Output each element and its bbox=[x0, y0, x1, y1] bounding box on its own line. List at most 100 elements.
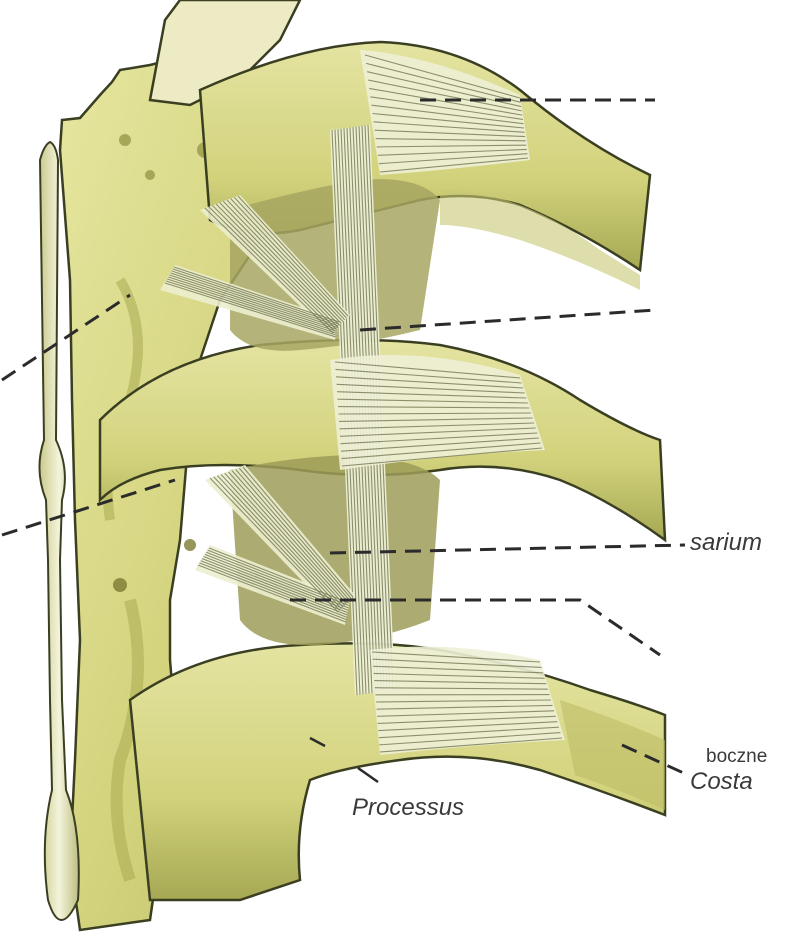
ligament-fiber bbox=[377, 710, 555, 717]
leader-line-costa bbox=[621, 743, 689, 777]
label-costa: Costa bbox=[690, 768, 753, 795]
ligament-fiber bbox=[374, 129, 526, 138]
ligament-fiber bbox=[242, 466, 354, 598]
ligament-lower-band bbox=[370, 646, 565, 755]
upper-process bbox=[148, 0, 302, 107]
ligament-fiber bbox=[371, 104, 524, 125]
ligament-fiber bbox=[216, 475, 342, 610]
anterior-rod bbox=[38, 140, 80, 921]
ligament-fiber bbox=[379, 732, 561, 746]
ligament-fiber bbox=[208, 547, 350, 604]
ligament-fiber bbox=[237, 195, 349, 317]
ligament-fan-upper bbox=[160, 195, 350, 340]
ligament-fiber bbox=[340, 432, 538, 445]
ligament-fiber bbox=[165, 280, 337, 336]
ligament-fiber bbox=[372, 658, 542, 668]
ligament-fiber bbox=[335, 376, 524, 389]
ligament-fiber bbox=[209, 477, 339, 613]
ligament-fiber bbox=[377, 148, 527, 156]
ligament-fiber bbox=[219, 202, 341, 326]
ligament-fiber bbox=[199, 562, 347, 621]
ligament-fan-lower bbox=[195, 465, 355, 625]
ligament-fiber bbox=[197, 564, 347, 623]
ligament-fiber bbox=[369, 87, 523, 116]
label-processus: Processus bbox=[352, 794, 464, 821]
ligament-fiber bbox=[213, 476, 341, 611]
ligament-fiber bbox=[171, 270, 339, 327]
ligament-fiber bbox=[336, 391, 527, 399]
labels: sarium boczne Costa Processus bbox=[352, 529, 767, 821]
label-boczne: boczne bbox=[706, 746, 767, 767]
ligament-fiber bbox=[373, 672, 545, 679]
ligament-fiber bbox=[338, 417, 533, 422]
ligament-fiber bbox=[374, 687, 548, 690]
ligament-fiber bbox=[207, 549, 349, 606]
ligament-fiber bbox=[339, 427, 536, 437]
ligament-fiber bbox=[341, 447, 543, 467]
ligament-fiber bbox=[338, 412, 532, 415]
ligament-fiber bbox=[227, 471, 347, 605]
ligament-fiber bbox=[222, 200, 342, 324]
ligament-fiber bbox=[337, 406, 530, 409]
ligament-fiber bbox=[164, 282, 337, 338]
ligament-fiber bbox=[368, 79, 522, 112]
ligament-fiber bbox=[172, 268, 339, 325]
ligament-fiber bbox=[378, 721, 558, 732]
ligament-fiber bbox=[341, 442, 541, 460]
leader-tick bbox=[309, 736, 326, 748]
ligament-fiber bbox=[339, 422, 535, 430]
ligament-fiber bbox=[215, 203, 339, 328]
ligament-fiber bbox=[337, 398, 528, 404]
ligament-fiber bbox=[376, 704, 553, 710]
leader-line-lower bbox=[290, 598, 661, 657]
ligament-fiber bbox=[373, 121, 525, 133]
ligament-fiber bbox=[340, 437, 539, 452]
ligament-fiber bbox=[370, 96, 523, 120]
ligament-fiber bbox=[224, 472, 346, 606]
ligament-fiber bbox=[200, 560, 347, 618]
ligament-fiber bbox=[376, 144, 527, 148]
ligament-fiber bbox=[167, 278, 337, 334]
ligament-fiber bbox=[379, 157, 529, 173]
ligament-fiber bbox=[336, 383, 525, 394]
ligament-fiber bbox=[203, 555, 348, 614]
ligament-fiber bbox=[208, 206, 336, 332]
ligament-fiber bbox=[375, 138, 526, 142]
leader-line-processus bbox=[357, 766, 379, 784]
ligament-fiber bbox=[231, 470, 349, 603]
ligament-fiber bbox=[378, 153, 528, 165]
ligament-fiber bbox=[173, 266, 340, 323]
leader-line-sarium bbox=[329, 543, 686, 555]
ligament-fiber bbox=[364, 54, 521, 99]
label-sarium: sarium bbox=[690, 529, 762, 556]
leader-line-left-lower bbox=[1, 478, 176, 537]
ligament-fiber bbox=[365, 62, 521, 103]
ligament-fiber bbox=[371, 651, 541, 663]
ligament-upper-band bbox=[360, 50, 530, 175]
ligament-fiber bbox=[335, 368, 522, 384]
ligament-fiber bbox=[204, 207, 334, 334]
leader-line-left-upper bbox=[1, 293, 131, 382]
ligament-fiber bbox=[379, 737, 563, 753]
ligament-fiber bbox=[169, 274, 338, 331]
ligament-fiber bbox=[235, 469, 351, 601]
ligament-middle-band bbox=[330, 355, 545, 470]
ligament-fiber bbox=[377, 715, 556, 724]
leader-lines bbox=[1, 98, 689, 784]
ligament-fiber bbox=[374, 680, 547, 685]
ligament-fiber bbox=[378, 726, 559, 739]
ligament-fiber bbox=[220, 473, 344, 608]
ligament-fiber bbox=[201, 558, 348, 616]
ligament-fiber bbox=[226, 199, 344, 323]
ligament-fiber bbox=[230, 198, 346, 321]
ligament-fiber bbox=[170, 272, 339, 329]
ligament-fiber bbox=[375, 699, 552, 703]
ligament-fiber bbox=[238, 467, 352, 600]
ligament-fiber bbox=[211, 204, 337, 330]
ligament-fiber bbox=[168, 276, 338, 332]
ligament-fiber bbox=[372, 112, 525, 129]
ligament-fiber bbox=[233, 196, 347, 319]
ligament-fiber bbox=[334, 361, 521, 379]
ligament-fiber bbox=[373, 665, 544, 674]
